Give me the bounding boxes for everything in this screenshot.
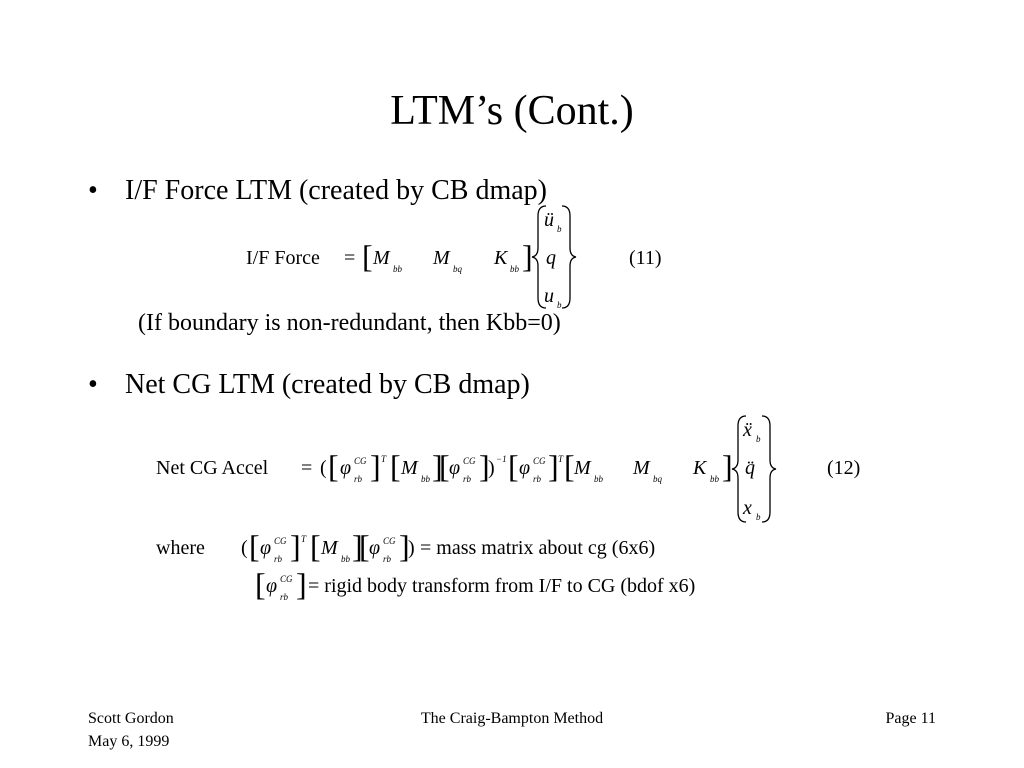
eq12-phi-sub: rb bbox=[533, 474, 542, 484]
where-phi-sup: CG bbox=[383, 536, 396, 546]
eq12-vec-x-sub: b bbox=[756, 512, 761, 522]
eq12-bracket: [ bbox=[564, 448, 575, 484]
eq12-phi-sub: rb bbox=[354, 474, 363, 484]
eq12-inverse: −1 bbox=[496, 454, 507, 464]
eq12-phi-sup: CG bbox=[354, 456, 367, 466]
where-close-paren: ) bbox=[408, 537, 415, 559]
eq11-right-bracket: ] bbox=[522, 238, 533, 274]
bullet-if-force-ltm: • I/F Force LTM (created by CB dmap) bbox=[88, 174, 688, 208]
where-bracket: ] bbox=[296, 566, 307, 602]
where-m-bb: M bbox=[321, 537, 338, 559]
eq11-m2: M bbox=[433, 247, 450, 269]
footer-date: May 6, 1999 bbox=[88, 733, 170, 750]
where-line-mass-matrix: where ( [ φ CG rb ] T [ M bb ] [ φ CG rb… bbox=[150, 530, 770, 566]
eq12-phi-sup: CG bbox=[463, 456, 476, 466]
where-bracket: ] bbox=[352, 528, 363, 564]
eq12-k-bb: K bbox=[693, 457, 707, 479]
eq11-m1: M bbox=[373, 247, 390, 269]
bullet-text: Net CG LTM (created by CB dmap) bbox=[125, 369, 530, 400]
where-m-bb-sub: bb bbox=[341, 554, 350, 564]
eq12-bracket: [ bbox=[439, 448, 450, 484]
where-phi: φ bbox=[266, 575, 278, 597]
eq11-equals: = bbox=[344, 247, 356, 269]
where-phi-sub: rb bbox=[274, 554, 283, 564]
eq11-lhs: I/F Force bbox=[246, 247, 320, 269]
bullet-net-cg-ltm: • Net CG LTM (created by CB dmap) bbox=[88, 368, 688, 402]
eq12-phi-sub: rb bbox=[463, 474, 472, 484]
where-bracket: ] bbox=[290, 528, 301, 564]
slide-title: LTM’s (Cont.) bbox=[390, 88, 634, 134]
eq11-m2-sub: bq bbox=[453, 264, 462, 274]
equation-12: Net CG Accel = ( [ φ CG rb ] T [ M bb ] … bbox=[150, 412, 880, 528]
eq11-vector-braces bbox=[531, 205, 577, 309]
eq11-vec-q: q bbox=[546, 247, 556, 269]
eq12-bracket: ] bbox=[479, 448, 490, 484]
boundary-note: (If boundary is non-redundant, then Kbb=… bbox=[138, 310, 561, 336]
eq12-vec-xdd: ẍ bbox=[743, 419, 752, 441]
eq11-left-bracket: [ bbox=[362, 238, 373, 274]
eq12-bracket: [ bbox=[508, 448, 519, 484]
eq12-lhs: Net CG Accel bbox=[156, 457, 269, 479]
eq12-close-paren: ) bbox=[488, 457, 495, 479]
eq12-bracket: ] bbox=[548, 448, 559, 484]
eq11-vec-udd: ü bbox=[544, 209, 554, 231]
eq12-m-bb-2-sub: bb bbox=[594, 474, 603, 484]
eq12-m-bb-sub: bb bbox=[421, 474, 430, 484]
eq12-transpose: T bbox=[558, 454, 564, 464]
eq12-bracket: [ bbox=[328, 448, 339, 484]
eq12-vec-qdd: q̈ bbox=[745, 457, 755, 479]
where-phi-sup: CG bbox=[274, 536, 287, 546]
eq11-vec-u-sub: b bbox=[557, 300, 562, 310]
eq11-number: (11) bbox=[629, 247, 662, 269]
where-mass-matrix-text: = mass matrix about cg (6x6) bbox=[420, 537, 656, 559]
where-phi-sub: rb bbox=[383, 554, 392, 564]
eq11-vec-u: u bbox=[544, 285, 554, 307]
where-phi: φ bbox=[260, 537, 272, 559]
footer-author: Scott Gordon bbox=[88, 710, 174, 727]
eq12-bracket: ] bbox=[432, 448, 443, 484]
eq12-transpose: T bbox=[381, 454, 387, 464]
where-bracket: [ bbox=[249, 528, 260, 564]
equation-11: I/F Force = [ M bb M bq K bb ] ü b q u b… bbox=[240, 202, 690, 314]
eq12-vec-x: x bbox=[743, 497, 752, 519]
where-transpose: T bbox=[301, 534, 307, 544]
where-rigid-body-text: = rigid body transform from I/F to CG (b… bbox=[308, 575, 696, 597]
where-label: where bbox=[156, 537, 205, 559]
bullet-dot: • bbox=[88, 175, 98, 206]
eq12-m-bb: M bbox=[401, 457, 418, 479]
eq11-k: K bbox=[494, 247, 508, 269]
eq12-phi: φ bbox=[519, 457, 531, 479]
eq11-m1-sub: bb bbox=[393, 264, 402, 274]
eq12-vec-xdd-sub: b bbox=[756, 434, 761, 444]
eq12-bracket: ] bbox=[370, 448, 381, 484]
where-bracket: [ bbox=[255, 566, 266, 602]
eq12-phi-sup: CG bbox=[533, 456, 546, 466]
eq12-phi: φ bbox=[340, 457, 352, 479]
eq11-k-sub: bb bbox=[510, 264, 519, 274]
where-bracket: [ bbox=[359, 528, 370, 564]
where-open-paren: ( bbox=[241, 537, 248, 559]
eq12-m-bq-sub: bq bbox=[653, 474, 662, 484]
bullet-text: I/F Force LTM (created by CB dmap) bbox=[125, 175, 547, 206]
footer-center-title: The Craig-Bampton Method bbox=[420, 710, 604, 727]
eq12-bracket: [ bbox=[390, 448, 401, 484]
eq12-open-paren: ( bbox=[320, 457, 327, 479]
where-phi: φ bbox=[369, 537, 381, 559]
eq12-m-bb-2: M bbox=[574, 457, 591, 479]
eq11-vec-udd-sub: b bbox=[557, 224, 562, 234]
footer-page-number: Page 11 bbox=[885, 710, 936, 727]
bullet-dot: • bbox=[88, 369, 98, 400]
where-line-rigid-body: [ φ CG rb ] = rigid body transform from … bbox=[250, 568, 810, 604]
where-phi-sub: rb bbox=[280, 592, 289, 602]
eq12-phi: φ bbox=[449, 457, 461, 479]
where-phi-sup: CG bbox=[280, 574, 293, 584]
eq12-k-bb-sub: bb bbox=[710, 474, 719, 484]
eq12-number: (12) bbox=[827, 457, 861, 479]
eq12-equals: = bbox=[301, 457, 313, 479]
eq12-bracket: ] bbox=[722, 448, 733, 484]
where-bracket: [ bbox=[310, 528, 321, 564]
eq12-m-bq: M bbox=[633, 457, 650, 479]
eq12-vector-braces bbox=[731, 415, 777, 523]
where-bracket: ] bbox=[399, 528, 410, 564]
